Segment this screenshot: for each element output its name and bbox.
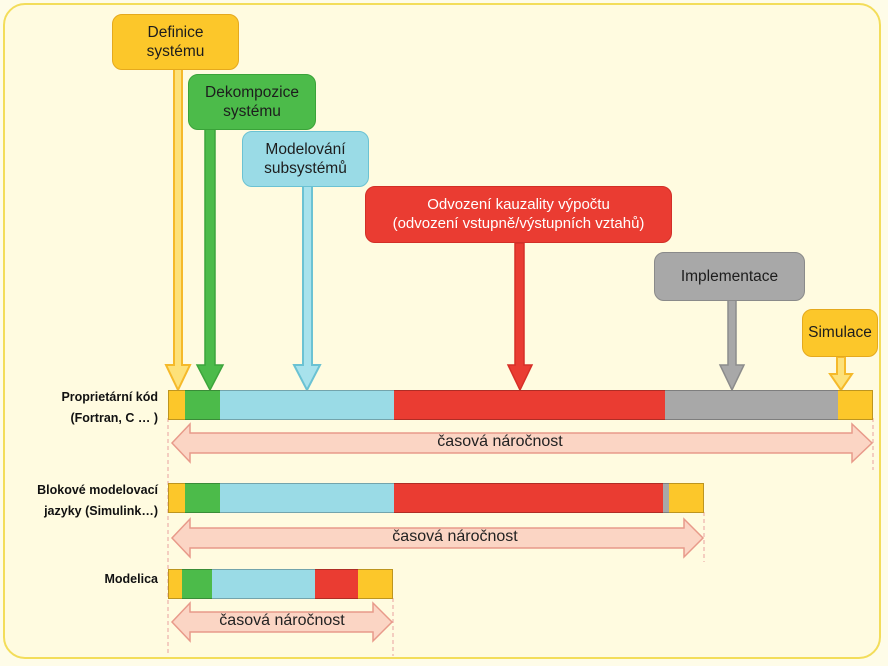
bar-row1-simulace	[838, 390, 873, 420]
bar-row2-odvozeni	[394, 483, 663, 513]
phase-box-simulace: Simulace	[802, 309, 878, 357]
phase-odvozeni-line1: Odvození kauzality výpočtu	[427, 195, 610, 213]
duration-arrow-row1	[170, 422, 874, 464]
bar-row3-odvozeni	[315, 569, 358, 599]
phase-box-implementace: Implementace	[654, 252, 805, 301]
bar-row1-dekompozice	[185, 390, 220, 420]
bar-row1-definice	[168, 390, 185, 420]
bar-row3-simulace	[358, 569, 393, 599]
arrow-dekompozice	[195, 127, 225, 392]
phase-definice-line1: Definice	[147, 23, 204, 41]
row2-label-line1: Blokové modelovací	[37, 483, 158, 497]
duration-arrow-row2	[170, 517, 705, 559]
phase-implementace-label: Implementace	[680, 267, 779, 285]
phase-modelovani-line1: Modelování	[265, 140, 346, 158]
bar-row1-implementace	[665, 390, 838, 420]
row1-label-line2: (Fortran, C … )	[70, 411, 159, 426]
duration-label-row3: časová náročnost	[219, 612, 345, 629]
row-label-modelica: Modelica	[20, 569, 159, 590]
duration-arrow-row3	[170, 601, 394, 643]
phase-box-definice: Definice systému	[112, 14, 239, 70]
phase-modelovani-line2: subsystémů	[264, 160, 347, 177]
bar-row3-definice	[168, 569, 182, 599]
phase-dekompozice-line1: Dekompozice	[205, 83, 299, 101]
phase-box-odvozeni: Odvození kauzality výpočtu (odvození vst…	[365, 186, 672, 243]
arrow-odvozeni	[506, 242, 534, 392]
bar-row2-definice	[168, 483, 185, 513]
duration-label-row1: časová náročnost	[437, 433, 563, 450]
bar-row3-modelovani	[212, 569, 315, 599]
bar-row3-dekompozice	[182, 569, 212, 599]
arrow-modelovani	[292, 185, 322, 393]
bar-row2-modelovani	[220, 483, 394, 513]
phase-box-dekompozice: Dekompozice systému	[188, 74, 316, 130]
row-label-blokove: Blokové modelovací jazyky (Simulink…)	[10, 480, 158, 523]
row-label-proprietary: Proprietární kód (Fortran, C … )	[20, 387, 158, 430]
phase-box-modelovani: Modelování subsystémů	[242, 131, 369, 187]
bar-row1-modelovani	[220, 390, 394, 420]
row1-label-line1: Proprietární kód	[61, 390, 158, 404]
bar-row1-odvozeni	[394, 390, 665, 420]
duration-label-row2: časová náročnost	[392, 528, 518, 545]
row2-label-line2: jazyky (Simulink…)	[44, 504, 158, 519]
arrow-definice	[164, 65, 192, 393]
arrow-simulace	[828, 356, 854, 392]
bar-row2-dekompozice	[185, 483, 220, 513]
row3-label-line1: Modelica	[104, 572, 159, 586]
bar-row2-simulace	[669, 483, 704, 513]
arrow-implementace	[718, 299, 746, 392]
phase-dekompozice-line2: systému	[223, 103, 281, 120]
bar-row2-implementace	[663, 483, 669, 513]
phase-definice-line2: systému	[146, 43, 205, 60]
phase-simulace-label: Simulace	[808, 324, 872, 342]
phase-odvozeni-line2: (odvození vstupně/výstupních vztahů)	[392, 214, 645, 232]
